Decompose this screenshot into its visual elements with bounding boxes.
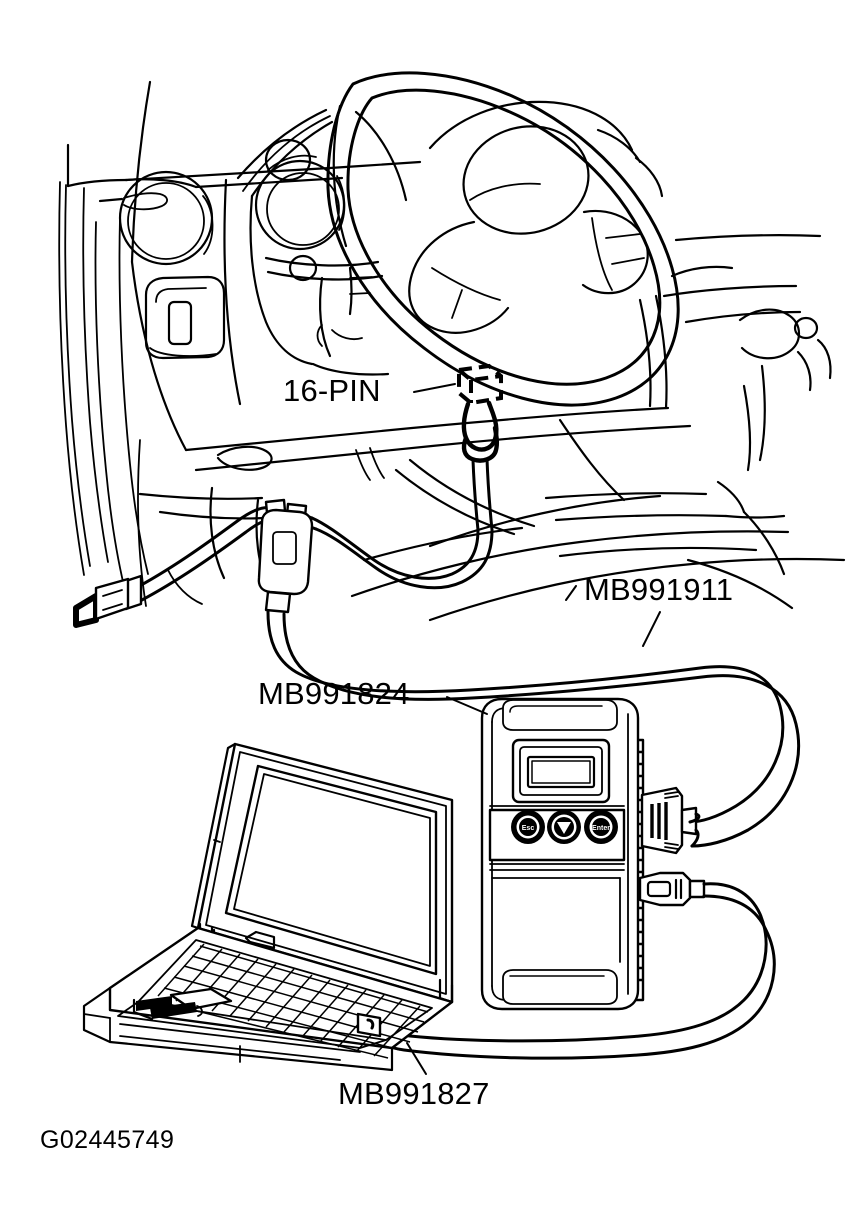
scan-tool-button-esc-label: Esc: [522, 825, 535, 832]
leader-line-mb991911: [642, 611, 661, 647]
callout-label-mb991827: MB991827: [338, 1076, 490, 1111]
door-panel: [58, 80, 198, 587]
callout-label-mb991911: MB991911: [584, 572, 733, 607]
leader-tick-mb991911: [565, 585, 577, 601]
down-arrow-icon: [557, 822, 571, 834]
dashboard-upper: [118, 160, 422, 452]
leader-line-dlc: [413, 383, 456, 393]
cable-harness: [73, 498, 801, 848]
center-console-and-seat: [350, 294, 846, 622]
laptop-screen: [190, 742, 454, 1004]
steering-wheel: [326, 71, 680, 407]
data-link-connector: [457, 363, 503, 532]
laptop-trackpad[interactable]: [132, 987, 233, 1021]
scan-tool: Esc Enter: [480, 697, 706, 1011]
leader-line-mb991827: [406, 1042, 427, 1075]
scan-tool-serial-port: [638, 871, 706, 907]
dashboard-right: [662, 234, 832, 472]
serial-cable: [366, 882, 776, 1060]
loose-connector-plug: [73, 574, 143, 628]
instrument-cluster: [236, 108, 408, 376]
callout-label-mb991824: MB991824: [258, 676, 410, 711]
callouts-layer: 16-PIN MB991911 MB991824 MB991827 G02445…: [40, 373, 733, 1154]
scan-tool-button-down[interactable]: [547, 810, 581, 844]
scan-tool-button-enter-label: Enter: [592, 825, 610, 832]
figure-number: G02445749: [40, 1126, 174, 1154]
vehicle-interior: [58, 71, 846, 622]
lcd-screen: [511, 738, 611, 804]
scan-tool-button-esc[interactable]: Esc: [511, 810, 545, 844]
laptop: [82, 742, 454, 1072]
laptop-serial-port: [356, 1012, 382, 1038]
scan-tool-dsub-port: [640, 786, 701, 855]
scan-tool-button-enter[interactable]: Enter: [584, 810, 618, 844]
leader-line-mb991824: [446, 696, 488, 715]
callout-label-16-pin: 16-PIN: [283, 373, 381, 408]
harness-junction-box: [257, 498, 314, 614]
